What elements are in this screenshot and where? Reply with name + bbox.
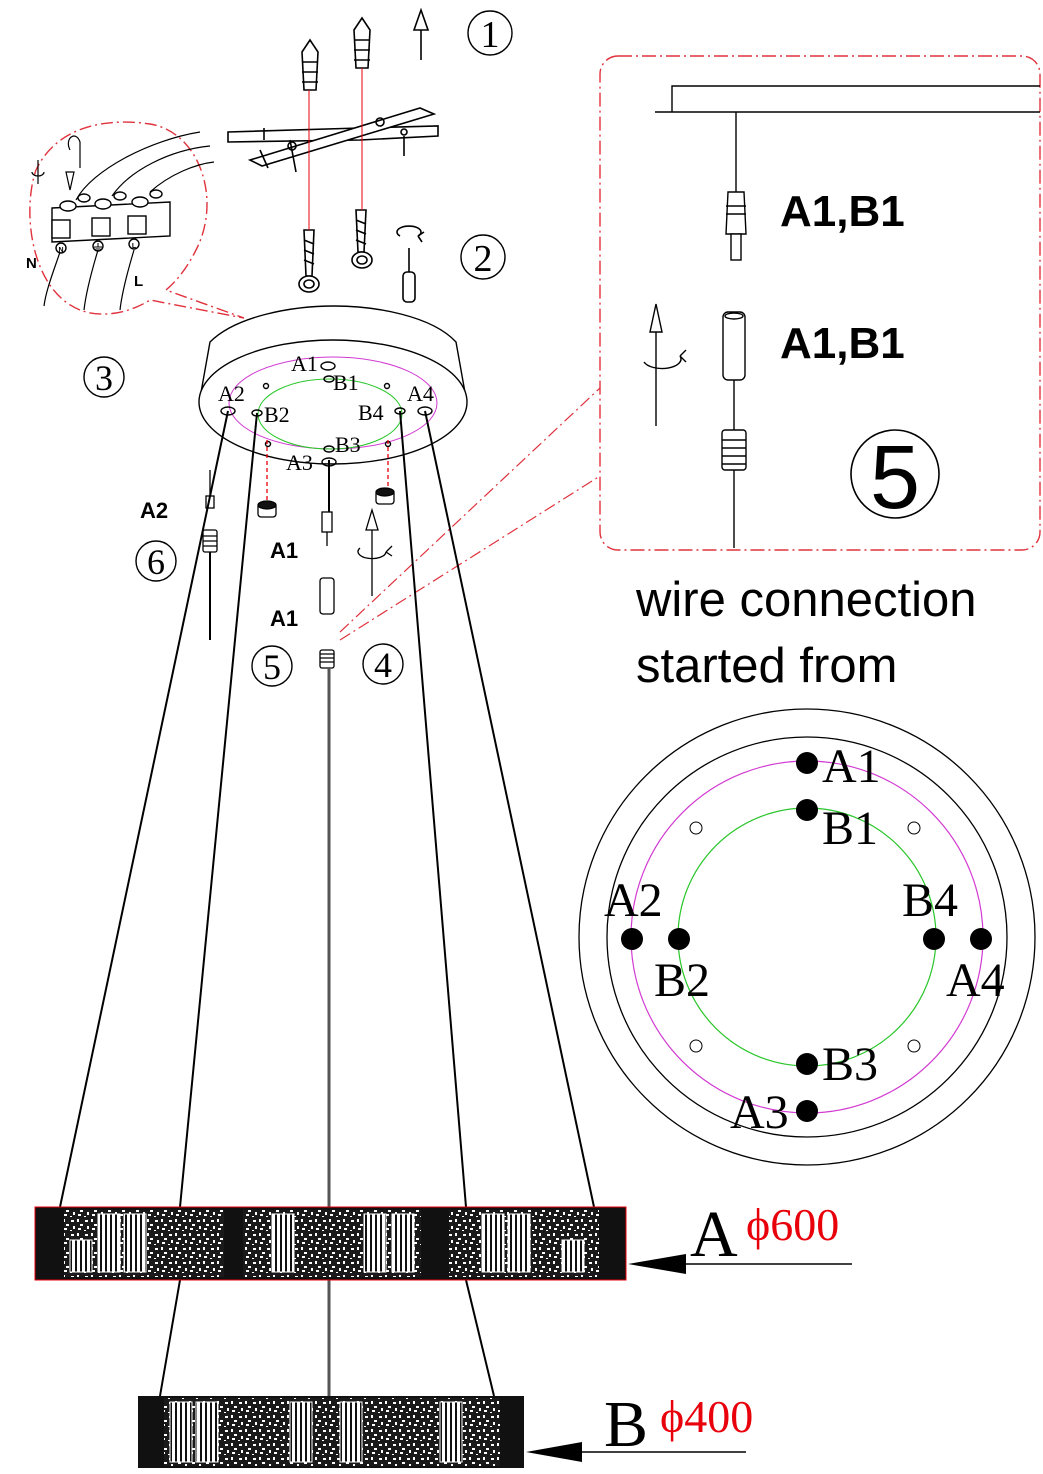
ring-b bbox=[138, 1396, 524, 1468]
part-label-a2: A2 bbox=[140, 498, 168, 523]
ring-b-letter: B bbox=[604, 1388, 648, 1461]
canopy-label-b3: B3 bbox=[335, 432, 361, 457]
wire-label-l: L bbox=[134, 273, 143, 290]
canopy-label-b2: B2 bbox=[264, 402, 290, 427]
caption-line-1: wire connection bbox=[635, 573, 976, 627]
step-2-marker: 2 bbox=[460, 234, 506, 280]
plan-point-a3 bbox=[796, 1100, 818, 1122]
rotate-arrow-icon bbox=[357, 507, 393, 596]
canopy-labels: A1 B1 A2 B2 A4 B4 B3 A3 bbox=[218, 351, 434, 475]
step-3-marker: 3 bbox=[83, 356, 125, 398]
gripper-a1-upper bbox=[321, 511, 333, 546]
part-label-a1-upper: A1 bbox=[270, 538, 298, 563]
small-parts bbox=[202, 440, 395, 669]
step-1-marker: 1 bbox=[467, 10, 513, 56]
terminal-block bbox=[51, 189, 171, 254]
plan-label-a4: A4 bbox=[946, 954, 1005, 1007]
ring-a-letter: A bbox=[690, 1198, 738, 1271]
canopy bbox=[198, 305, 468, 467]
canopy-label-b4: B4 bbox=[358, 400, 384, 425]
terminal-l-mark: L bbox=[132, 243, 137, 250]
ground-icon bbox=[94, 243, 102, 250]
screw-right bbox=[351, 209, 373, 269]
plan-point-b2 bbox=[668, 928, 690, 950]
detail-label-bottom: A1,B1 bbox=[780, 319, 905, 368]
step-5-marker: 5 bbox=[251, 645, 293, 687]
step-4-marker: 4 bbox=[362, 643, 404, 685]
plan-label-a2: A2 bbox=[604, 874, 663, 927]
screwdriver-icon bbox=[396, 225, 425, 303]
step-5-number: 5 bbox=[263, 647, 281, 687]
canopy-label-a2: A2 bbox=[218, 381, 245, 406]
plan-label-b3: B3 bbox=[822, 1038, 878, 1091]
plan-view: A1 B1 A2 B2 B4 A4 B3 A3 bbox=[578, 708, 1036, 1166]
suspension-cables bbox=[59, 410, 595, 1397]
screw-left bbox=[298, 229, 320, 293]
detail-gripper-top bbox=[725, 191, 747, 261]
detail-step-5-marker: 5 bbox=[850, 428, 940, 528]
caption-line-2: started from bbox=[636, 639, 897, 693]
plan-point-a2 bbox=[621, 928, 643, 950]
plan-label-b2: B2 bbox=[654, 954, 710, 1007]
step-1-number: 1 bbox=[481, 14, 500, 56]
up-arrow-icon bbox=[412, 7, 430, 60]
ring-a bbox=[34, 1206, 627, 1281]
detail-pointer bbox=[339, 387, 601, 641]
plan-label-a3: A3 bbox=[730, 1086, 789, 1139]
step-3-number: 3 bbox=[95, 358, 113, 398]
ring-b-diameter: ϕ400 bbox=[660, 1391, 753, 1442]
mounting-bracket bbox=[227, 7, 439, 303]
plan-point-b1 bbox=[796, 799, 818, 821]
plan-label-b1: B1 bbox=[822, 802, 878, 855]
plan-label-b4: B4 bbox=[902, 874, 958, 927]
wire-label-n: N bbox=[26, 255, 37, 272]
detail-label-top: A1,B1 bbox=[780, 187, 905, 236]
canopy-label-b1: B1 bbox=[333, 370, 359, 395]
detail-box: A1,B1 A1,B1 5 bbox=[599, 55, 1041, 551]
wall-anchor-left bbox=[301, 38, 319, 91]
plan-point-a1 bbox=[796, 752, 818, 774]
step-6-marker: 6 bbox=[135, 540, 177, 582]
alignment-lines bbox=[308, 68, 363, 230]
ring-a-label: A ϕ600 bbox=[628, 1198, 852, 1274]
step-4-number: 4 bbox=[374, 645, 392, 685]
canopy-label-a1: A1 bbox=[291, 351, 318, 376]
wall-anchor-right bbox=[353, 16, 371, 69]
plan-point-a4 bbox=[970, 928, 992, 950]
plan-label-a1: A1 bbox=[822, 740, 881, 793]
wiring-callout: N L N L bbox=[26, 121, 245, 319]
ring-b-label: B ϕ400 bbox=[526, 1388, 753, 1462]
detail-sleeve bbox=[721, 311, 747, 548]
detail-step-5-number: 5 bbox=[870, 428, 920, 528]
ring-a-diameter: ϕ600 bbox=[746, 1199, 839, 1250]
canopy-label-a3: A3 bbox=[286, 450, 313, 475]
cap-nut-left bbox=[257, 500, 277, 518]
plan-point-b4 bbox=[923, 928, 945, 950]
step-6-number: 6 bbox=[147, 542, 165, 582]
gripper-a1-lower bbox=[319, 577, 335, 669]
terminal-n-mark: N bbox=[58, 247, 63, 254]
plan-points bbox=[621, 752, 992, 1122]
canopy-label-a4: A4 bbox=[407, 381, 434, 406]
gripper-a2 bbox=[202, 470, 218, 553]
detail-rotate-icon bbox=[643, 303, 687, 426]
step-2-number: 2 bbox=[474, 238, 493, 280]
part-label-a1-lower: A1 bbox=[270, 606, 298, 631]
plan-point-b3 bbox=[796, 1053, 818, 1075]
cap-nut-right bbox=[375, 487, 395, 505]
